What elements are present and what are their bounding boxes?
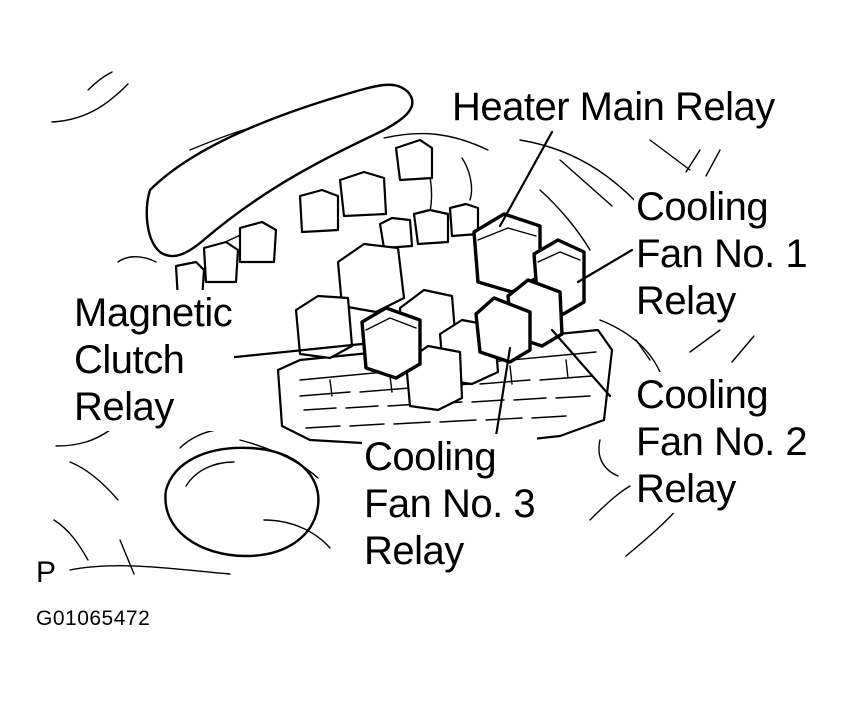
heater-main-relay-label: Heater Main Relay (450, 84, 777, 131)
cooling-fan-2-line-3: Relay (636, 467, 736, 511)
magnetic-clutch-line-2: Clutch (74, 338, 185, 382)
cooling-fan-3-line-1: Cooling (364, 435, 497, 479)
cooling-fan-1-relay-label: Cooling Fan No. 1 Relay (634, 184, 810, 325)
cooling-fan-3-relay-body (474, 296, 532, 364)
fuse-row (174, 138, 480, 302)
reservoir-tank (164, 446, 320, 558)
relay-cluster (294, 242, 500, 412)
cooling-fan-2-line-1: Cooling (636, 373, 769, 417)
cooling-fan-2-relay-label: Cooling Fan No. 2 Relay (634, 372, 810, 513)
cooling-fan-1-line-3: Relay (636, 279, 736, 323)
cooling-fan-2-line-2: Fan No. 2 (636, 420, 808, 464)
heater-main-relay-text: Heater Main Relay (452, 85, 775, 129)
magnetic-clutch-line-1: Magnetic (74, 291, 233, 335)
cooling-fan-3-line-2: Fan No. 3 (364, 482, 536, 526)
cooling-fan-3-relay-label: Cooling Fan No. 3 Relay (362, 434, 538, 575)
magnetic-clutch-relay-body (360, 306, 422, 380)
view-marker: P (36, 556, 57, 590)
cooling-fan-1-line-2: Fan No. 1 (636, 232, 808, 276)
cooling-fan-3-line-3: Relay (364, 529, 464, 573)
magnetic-clutch-line-3: Relay (74, 385, 174, 429)
figure-id: G01065472 (36, 607, 151, 630)
cooling-fan-1-line-1: Cooling (636, 185, 769, 229)
magnetic-clutch-relay-label: Magnetic Clutch Relay (72, 290, 235, 431)
leader-lines (224, 130, 634, 438)
